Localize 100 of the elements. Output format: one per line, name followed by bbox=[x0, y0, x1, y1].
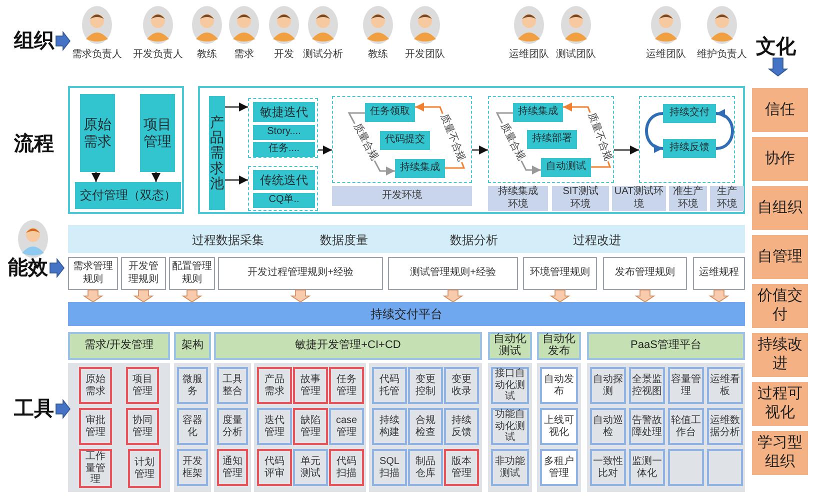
panel-background bbox=[537, 363, 581, 492]
tool-box: 功能自动化测试 bbox=[491, 408, 529, 445]
panel-background bbox=[488, 363, 532, 492]
row-heading: 流程 bbox=[14, 134, 54, 154]
person-name: 需求负责人 bbox=[72, 50, 122, 60]
tool-box: 微服务 bbox=[177, 367, 208, 404]
block-arrow bbox=[290, 290, 311, 302]
tool-box: 轮值工作台 bbox=[668, 408, 704, 445]
tool-box: 计划管理 bbox=[128, 449, 161, 488]
arrow bbox=[92, 172, 100, 182]
block-arrow bbox=[634, 290, 656, 302]
tool-box: 告警故障处理 bbox=[629, 408, 665, 445]
activity-label: 过程改进 bbox=[573, 232, 621, 249]
culture-box: 过程可视化 bbox=[752, 382, 808, 426]
process-box: 持续反馈 bbox=[663, 139, 716, 158]
culture-box: 信任 bbox=[752, 88, 808, 132]
tool-box: 项目管理 bbox=[126, 367, 159, 404]
process-box: 持续交付 bbox=[663, 104, 716, 123]
row-heading: 组织 bbox=[14, 30, 56, 52]
tool-box: 迭代管理 bbox=[257, 408, 292, 445]
tool-box: 自动探测 bbox=[590, 367, 626, 404]
environment-box: UAT测试环境 bbox=[612, 186, 666, 211]
row-heading: 能效 bbox=[8, 256, 50, 280]
person-name: 测试团队 bbox=[556, 50, 596, 60]
tool-box: 工具整合 bbox=[217, 367, 248, 404]
tool-box: SQL扫描 bbox=[372, 449, 407, 486]
activity-band bbox=[68, 225, 745, 253]
process-box: 原始需求 bbox=[80, 94, 115, 172]
tool-box: 容量管理 bbox=[668, 367, 704, 404]
block-arrow bbox=[768, 58, 788, 76]
person-name: 教练 bbox=[197, 50, 217, 60]
person-name: 开发 bbox=[274, 50, 294, 60]
tool-box: 工作量管理 bbox=[79, 449, 112, 488]
activity-label: 数据度量 bbox=[320, 232, 368, 249]
panel-background bbox=[369, 363, 482, 492]
tool-box: 持续反馈 bbox=[444, 408, 479, 445]
person-name: 维护负责人 bbox=[697, 50, 747, 60]
arrow bbox=[225, 102, 248, 112]
culture-box: 自管理 bbox=[752, 235, 808, 279]
tool-box: 任务管理 bbox=[329, 367, 364, 404]
tool-box: 接口自动化测试 bbox=[491, 367, 529, 404]
process-box: 持续集成 bbox=[513, 103, 563, 122]
process-box: Story.... bbox=[253, 125, 315, 140]
tool-box: 运维看板 bbox=[707, 367, 743, 404]
person-name: 教练 bbox=[368, 50, 388, 60]
environment-box: 准生产环境 bbox=[669, 186, 707, 211]
dashed-group-frame bbox=[639, 96, 735, 183]
block-arrow bbox=[442, 290, 464, 302]
block-arrow bbox=[56, 30, 70, 52]
culture-box: 学习型组织 bbox=[752, 431, 808, 475]
tool-box: 故事管理 bbox=[293, 367, 328, 404]
block-arrow bbox=[56, 398, 70, 420]
panel-background bbox=[214, 363, 251, 492]
tool-box: 通知管理 bbox=[217, 449, 248, 486]
process-box: 产品需求池 bbox=[209, 96, 225, 210]
environment-box: SIT测试环境 bbox=[552, 186, 609, 211]
environment-box: 持续集成环境 bbox=[488, 186, 548, 211]
process-box: 敏捷迭代 bbox=[253, 102, 315, 122]
tool-box: 缺陷管理 bbox=[293, 408, 328, 445]
tool-box: 自动发布 bbox=[540, 367, 578, 404]
category-header: 架构 bbox=[174, 332, 211, 360]
process-box: CQ单.. bbox=[253, 193, 315, 208]
category-header: 自动化测试 bbox=[488, 332, 532, 360]
block-arrow bbox=[550, 290, 570, 302]
environment-box: 生产环境 bbox=[710, 186, 744, 211]
person-name: 开发负责人 bbox=[133, 50, 183, 60]
tool-box: 非功能测试 bbox=[491, 449, 529, 486]
tool-box: 一致性比对 bbox=[590, 449, 626, 486]
category-header: 需求/开发管理 bbox=[68, 332, 170, 360]
platform-bar: 持续交付平台 bbox=[68, 302, 745, 326]
tool-box: 全景监控视图 bbox=[629, 367, 665, 404]
tool-box: 制品仓库 bbox=[408, 449, 443, 486]
tool-box: 自动巡检 bbox=[590, 408, 626, 445]
environment-box: 开发环境 bbox=[332, 186, 472, 206]
process-box: 项目管理 bbox=[140, 94, 175, 172]
arrow bbox=[318, 146, 332, 154]
person-name: 需求 bbox=[234, 50, 254, 60]
panel-background bbox=[587, 363, 745, 492]
tool-box bbox=[707, 449, 743, 486]
activity-label: 过程数据采集 bbox=[192, 232, 264, 249]
tool-box: 变更控制 bbox=[408, 367, 443, 404]
row-heading: 工具 bbox=[14, 398, 56, 420]
tool-box: 原始需求 bbox=[79, 367, 112, 404]
arrow bbox=[152, 172, 160, 182]
dashed-group-frame bbox=[248, 98, 318, 158]
tool-box: 单元测试 bbox=[293, 449, 328, 486]
tool-box: 版本管理 bbox=[444, 449, 479, 486]
person-name: 测试分析 bbox=[303, 50, 343, 60]
process-box: 传统迭代 bbox=[253, 170, 315, 190]
tool-box: 代码评审 bbox=[257, 449, 292, 486]
arrow bbox=[225, 176, 248, 184]
tool-box: 代码扫描 bbox=[329, 449, 364, 486]
tool-box: 持续构建 bbox=[372, 408, 407, 445]
tool-box: case管理 bbox=[329, 408, 364, 445]
tool-box: 监测一体化 bbox=[629, 449, 665, 486]
tool-box: 审批管理 bbox=[79, 408, 112, 445]
row-heading: 文化 bbox=[756, 36, 800, 58]
tool-box: 运维数据分析 bbox=[707, 408, 743, 445]
tool-box: 上线可视化 bbox=[540, 408, 578, 445]
tool-box: 开发框架 bbox=[177, 449, 208, 486]
